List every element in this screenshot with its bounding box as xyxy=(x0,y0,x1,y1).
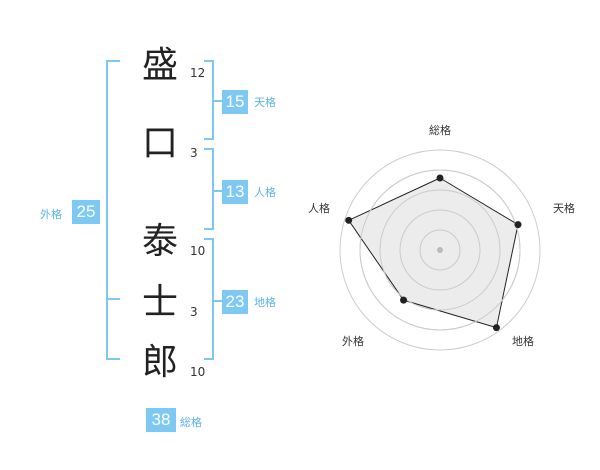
gaikaku-bracket-bottom xyxy=(106,358,120,360)
chikaku-bracket-tick xyxy=(214,300,222,302)
name-char-2: 口 xyxy=(141,123,178,164)
radar-label-gaikaku: 外格 xyxy=(342,334,364,348)
chikaku-badge: 23 xyxy=(222,290,248,314)
tenkaku-bracket-bottom xyxy=(204,138,214,140)
name-char-4: 士 xyxy=(141,282,178,323)
radar-points xyxy=(345,174,522,332)
radar-label-jinkaku: 人格 xyxy=(308,201,330,215)
stroke-count-3: 10 xyxy=(190,244,206,258)
radar-ring-overlay xyxy=(379,189,501,311)
soukaku-badge: 38 xyxy=(146,408,176,432)
radar-label-tenkaku: 天格 xyxy=(553,201,575,215)
radar-point xyxy=(514,221,522,229)
jinkaku-label: 人格 xyxy=(254,186,276,199)
gaikaku-badge: 25 xyxy=(72,200,100,224)
tenkaku-label: 天格 xyxy=(254,96,276,109)
radar-point xyxy=(345,216,353,224)
radar-label-soukaku: 総格 xyxy=(429,123,451,137)
tenkaku-badge: 15 xyxy=(222,90,248,114)
radar-center xyxy=(437,247,443,253)
chikaku-label: 地格 xyxy=(254,296,276,309)
name-char-1: 盛 xyxy=(141,45,178,86)
jinkaku-bracket-top xyxy=(204,148,214,150)
gaikaku-bracket-mid xyxy=(106,298,120,300)
chikaku-bracket-top xyxy=(204,238,214,240)
radar-point xyxy=(436,174,444,182)
stroke-count-1: 12 xyxy=(190,66,206,80)
tenkaku-bracket-tick xyxy=(214,100,222,102)
name-char-5: 郎 xyxy=(141,342,178,383)
gaikaku-bracket-top xyxy=(106,60,120,62)
jinkaku-bracket-bottom xyxy=(204,228,214,230)
jinkaku-badge: 13 xyxy=(222,180,248,204)
tenkaku-bracket xyxy=(204,60,214,62)
tenkaku-bracket-vertical xyxy=(212,60,214,140)
gaikaku-label: 外格 xyxy=(40,208,62,221)
stroke-count-5: 10 xyxy=(190,365,206,379)
radar-ring-overlay xyxy=(419,229,461,271)
name-char-3: 泰 xyxy=(141,221,178,262)
radar-point xyxy=(400,296,408,304)
radar-point xyxy=(492,324,500,332)
radar-chart: 総格 天格 地格 外格 人格 xyxy=(308,123,575,351)
chikaku-bracket-bottom xyxy=(204,358,214,360)
jinkaku-bracket-vertical xyxy=(212,148,214,230)
soukaku-label: 総格 xyxy=(180,416,202,429)
jinkaku-bracket-tick xyxy=(214,190,222,192)
stroke-count-2: 3 xyxy=(190,146,198,160)
radar-ring-overlay xyxy=(359,169,521,331)
gaikaku-bracket-vertical xyxy=(106,60,108,360)
chikaku-bracket-vertical xyxy=(212,238,214,360)
radar-ring-overlay xyxy=(399,209,481,291)
radar-label-chikaku: 地格 xyxy=(512,334,534,348)
stroke-count-4: 3 xyxy=(190,305,198,319)
